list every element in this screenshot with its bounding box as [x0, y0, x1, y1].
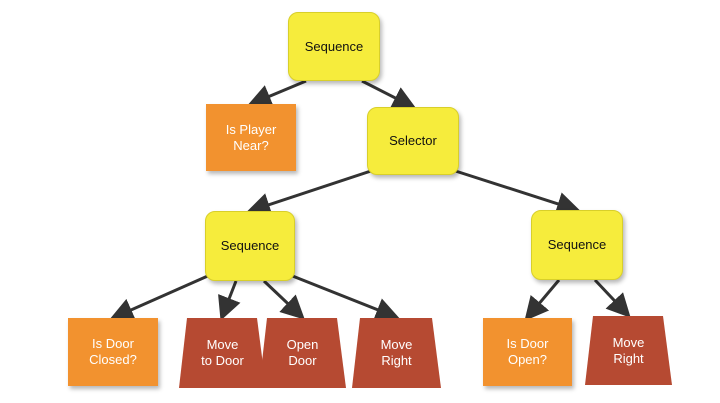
- edge-right-sequence-to-is-door-open: [524, 279, 561, 322]
- edge-selector-to-right-sequence: [442, 165, 581, 216]
- is-door-closed-label: Is Door Closed?: [89, 336, 137, 367]
- open-door-node: Open Door: [258, 317, 347, 389]
- root-sequence-label: Sequence: [304, 38, 364, 54]
- move-right-left-label: Move Right: [380, 337, 413, 368]
- is-player-near-node: Is Player Near?: [206, 104, 296, 171]
- move-to-door-label: Move to Door: [201, 337, 244, 368]
- edge-left-sequence-to-is-door-closed: [109, 273, 211, 321]
- edge-right-sequence-to-move-right-right: [593, 278, 631, 318]
- move-right-right-node: Move Right: [584, 315, 673, 386]
- left-sequence-label: Sequence: [220, 238, 280, 253]
- edge-left-sequence-to-move-right-left: [289, 273, 400, 321]
- edge-left-sequence-to-move-to-door: [218, 280, 241, 321]
- move-to-door-shape: [179, 318, 266, 388]
- is-door-open-node: Is Door Open?: [483, 318, 572, 386]
- open-door-label: Open Door: [286, 337, 319, 368]
- edge-root-sequence-to-selector: [361, 79, 417, 109]
- left-sequence-node: Sequence: [205, 211, 295, 281]
- edge-root-sequence-to-is-player-near: [247, 79, 307, 108]
- is-door-closed-node: Is Door Closed?: [68, 318, 158, 386]
- root-sequence-node: Sequence: [288, 12, 380, 81]
- edge-left-sequence-to-open-door: [262, 279, 305, 320]
- selector-node: Selector: [367, 107, 459, 175]
- selector-label: Selector: [389, 133, 437, 148]
- right-sequence-node: Sequence: [531, 210, 623, 280]
- right-sequence-label: Sequence: [547, 237, 607, 252]
- move-to-door-node: Move to Door: [178, 317, 267, 389]
- is-player-near-label: Is Player Near?: [225, 121, 277, 153]
- edge-selector-to-left-sequence: [246, 165, 384, 217]
- is-door-open-label: Is Door Open?: [506, 336, 549, 367]
- move-right-left-node: Move Right: [351, 317, 442, 389]
- open-door-shape: [259, 318, 346, 388]
- move-right-right-shape: [585, 316, 672, 385]
- move-right-left-shape: [352, 318, 441, 388]
- move-right-right-label: Move Right: [612, 334, 645, 366]
